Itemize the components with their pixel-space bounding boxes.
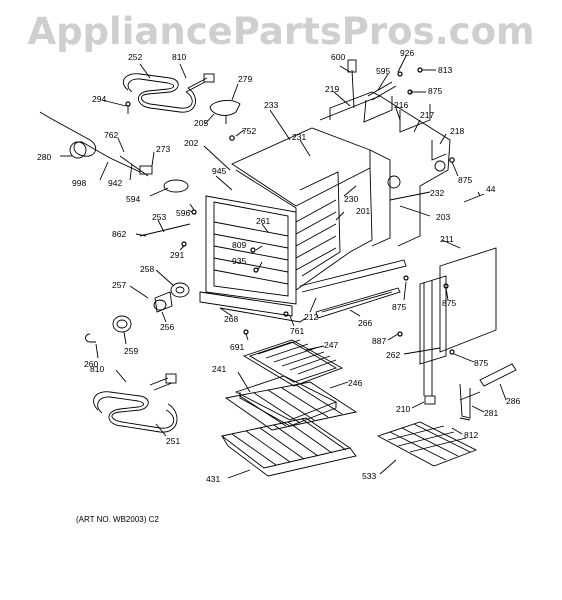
callout-259: 259 (124, 346, 138, 356)
callout-533: 533 (362, 471, 376, 481)
broil-pan-drawing (234, 339, 344, 427)
callout-280: 280 (37, 152, 51, 162)
callout-44: 44 (486, 184, 496, 194)
callout-273: 273 (156, 144, 170, 154)
callout-812: 812 (464, 430, 478, 440)
callout-294: 294 (92, 94, 106, 104)
door-hinge-drawing (459, 363, 517, 419)
callout-231: 231 (292, 132, 306, 142)
callout-691: 691 (230, 342, 244, 352)
callout-labels: 252 810 279 294 205 752 233 600 926 595 … (37, 48, 520, 484)
callout-942: 942 (108, 178, 122, 188)
callout-257: 257 (112, 280, 126, 290)
callout-875: 875 (428, 86, 442, 96)
callout-761: 761 (290, 326, 304, 336)
callout-258: 258 (140, 264, 154, 274)
callout-246: 246 (348, 378, 362, 388)
broil-element-drawing (122, 73, 215, 113)
callout-594: 594 (126, 194, 140, 204)
callout-262: 262 (386, 350, 400, 360)
callout-219: 219 (325, 84, 339, 94)
callout-268: 268 (224, 314, 238, 324)
callout-862: 862 (112, 229, 126, 239)
callout-252: 252 (128, 52, 142, 62)
callout-211: 211 (440, 234, 454, 244)
callout-752: 752 (242, 126, 256, 136)
callout-247: 247 (324, 340, 338, 350)
callout-595: 595 (376, 66, 390, 76)
callout-212: 212 (304, 312, 318, 322)
callout-260: 260 (84, 359, 98, 369)
callout-233: 233 (264, 100, 278, 110)
callout-813: 813 (438, 65, 452, 75)
callout-431: 431 (206, 474, 220, 484)
callout-998: 998 (72, 178, 86, 188)
probe-wire-drawing (39, 111, 141, 173)
callout-935: 935 (232, 256, 246, 266)
callout-218: 218 (450, 126, 464, 136)
callout-887: 887 (372, 336, 386, 346)
callout-762: 762 (104, 130, 118, 140)
art-number-caption: (ART NO. WB2003) C2 (76, 515, 159, 524)
callout-281: 281 (484, 408, 498, 418)
callout-253: 253 (152, 212, 166, 222)
callout-291: 291 (170, 250, 184, 260)
callout-596: 596 (176, 208, 190, 218)
small-hardware-drawing (119, 59, 485, 421)
callout-945: 945 (212, 166, 226, 176)
callout-202: 202 (184, 138, 198, 148)
callout-232: 232 (430, 188, 444, 198)
leader-lines (60, 55, 507, 479)
callout-210: 210 (396, 404, 410, 414)
bake-element-drawing (93, 373, 178, 433)
callout-230: 230 (344, 194, 358, 204)
side-panel-drawing (419, 247, 497, 396)
watermark-text: AppliancePartsPros.com (27, 10, 535, 53)
callout-217: 217 (420, 110, 434, 120)
oven-cavity-drawing (199, 91, 451, 323)
callout-279: 279 (238, 74, 252, 84)
callout-201: 201 (356, 206, 370, 216)
callout-600: 600 (331, 52, 345, 62)
callout-203: 203 (436, 212, 450, 222)
callout-809: 809 (232, 240, 246, 250)
callout-261: 261 (256, 216, 270, 226)
callout-256: 256 (160, 322, 174, 332)
callout-875: 875 (474, 358, 488, 368)
callout-266: 266 (358, 318, 372, 328)
callout-875: 875 (392, 302, 406, 312)
callout-926: 926 (400, 48, 414, 58)
light-assembly-drawing (85, 282, 190, 343)
callout-251: 251 (166, 436, 180, 446)
callout-875: 875 (442, 298, 456, 308)
callout-205: 205 (194, 118, 208, 128)
callout-810: 810 (172, 52, 186, 62)
callout-286: 286 (506, 396, 520, 406)
callout-875: 875 (458, 175, 472, 185)
oven-rack-drawing (220, 381, 478, 477)
callout-810: 810 (90, 364, 104, 374)
callout-241: 241 (212, 364, 226, 374)
callout-216: 216 (394, 100, 408, 110)
